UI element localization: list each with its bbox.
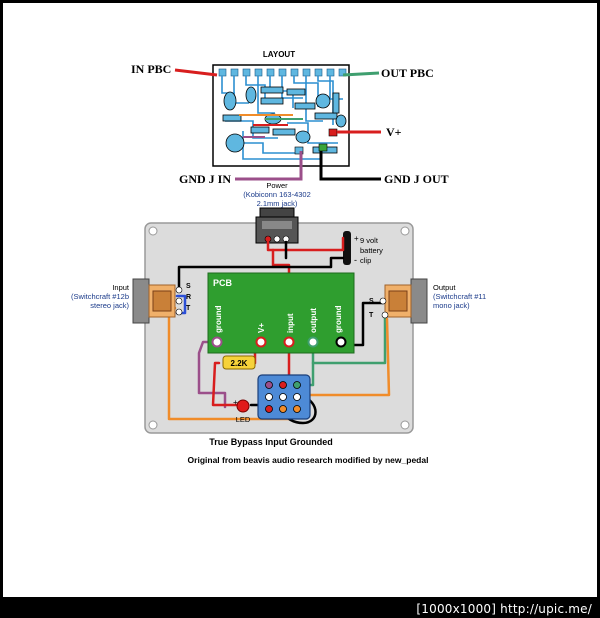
pcb-pad-input <box>283 336 295 348</box>
led: + LED <box>233 398 251 424</box>
input-jack: S R T <box>132 278 191 324</box>
power-label: Power (Kobiconn 163-4302 2.1mm jack) <box>243 181 311 208</box>
label-in-pbc: IN PBC <box>131 62 171 76</box>
layout-vplus-pad <box>328 128 338 137</box>
wiring-diagram: LAYOUT <box>71 50 486 465</box>
footer-watermark: [1000x1000] http://upic.me/ <box>416 602 592 616</box>
led-label: LED <box>236 415 251 424</box>
output-pin-t: T <box>369 312 374 319</box>
caption-credit: Original from beavis audio research modi… <box>188 455 429 465</box>
power-part: (Kobiconn 163-4302 <box>243 190 311 199</box>
layout-gnd-pad <box>318 143 328 152</box>
output-pin-s: S <box>369 298 374 305</box>
power-title: Power <box>266 181 288 190</box>
pcb-pad-label-input: input <box>286 313 295 333</box>
pcb: PCB ground V+ input output ground <box>207 272 355 354</box>
enclosure-screws <box>148 226 410 430</box>
power-size: 2.1mm jack) <box>257 199 298 208</box>
pcb-pad-vplus <box>255 336 267 348</box>
output-type: mono jack) <box>433 301 470 310</box>
output-jack-label: Output (Switchcraft #11 mono jack) <box>433 283 486 310</box>
layout-wire-stubs <box>239 114 303 138</box>
layout-callout-wires <box>174 68 381 181</box>
layout-components <box>222 86 347 154</box>
pcb-pad-label-ground2: ground <box>334 305 343 333</box>
input-jack-label: Input (Switchcraft #12b stereo jack) <box>71 283 130 310</box>
input-type: stereo jack) <box>90 301 129 310</box>
resistor-label: 2.2K <box>231 359 248 368</box>
footswitch-3pdt <box>257 374 311 420</box>
pcb-pad-label-ground1: ground <box>214 305 223 333</box>
battery-clip: + - 9 volt battery clip <box>343 231 383 265</box>
pcb-pad-ground2 <box>335 336 347 348</box>
battery-line1: 9 volt <box>360 236 379 245</box>
resistor-2k2: 2.2K <box>222 355 256 370</box>
battery-plus: + <box>354 234 359 243</box>
battery-line2: battery <box>360 246 383 255</box>
input-title: Input <box>112 283 130 292</box>
output-part: (Switchcraft #11 <box>433 292 486 301</box>
label-gnd-j-in: GND J IN <box>179 172 231 186</box>
layout-board <box>212 64 350 167</box>
battery-minus: - <box>354 255 357 265</box>
input-pin-r: R <box>186 294 191 301</box>
pcb-pad-ground1 <box>211 336 223 348</box>
battery-line3: clip <box>360 256 371 265</box>
label-gnd-j-out: GND J OUT <box>384 172 449 186</box>
diagram-canvas: LAYOUT <box>3 3 597 597</box>
input-pin-t: T <box>186 305 191 312</box>
caption-true-bypass: True Bypass Input Grounded <box>209 437 333 447</box>
layout-top-pads <box>218 68 347 77</box>
output-jack: S T <box>369 278 428 324</box>
input-part: (Switchcraft #12b <box>71 292 129 301</box>
label-vplus: V+ <box>386 125 402 139</box>
layout-title: LAYOUT <box>263 50 295 59</box>
pcb-pad-label-output: output <box>309 308 318 333</box>
output-title: Output <box>433 283 456 292</box>
label-out-pbc: OUT PBC <box>381 66 434 80</box>
led-plus: + <box>233 398 238 407</box>
pcb-pad-label-vplus: V+ <box>257 323 266 333</box>
power-jack <box>255 207 299 244</box>
input-pin-s: S <box>186 283 191 290</box>
pcb-pad-output <box>307 336 319 348</box>
pcb-label: PCB <box>213 278 233 288</box>
